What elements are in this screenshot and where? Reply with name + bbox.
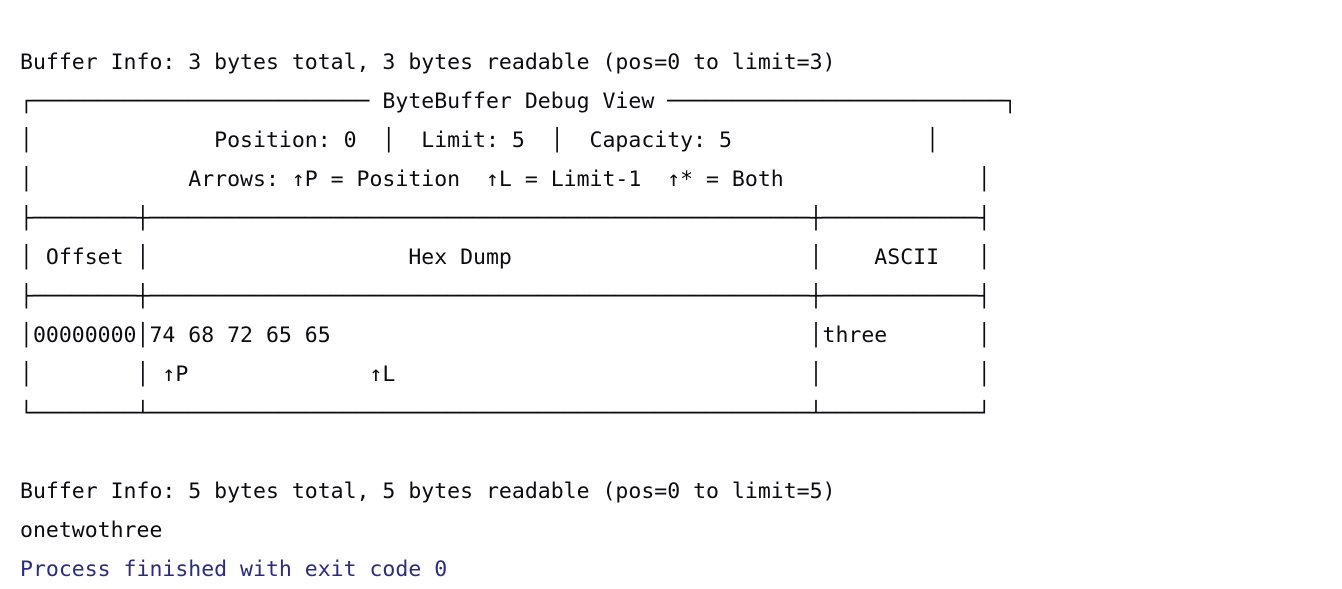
buffer-info-bottom-line: Buffer Info: 5 bytes total, 5 bytes read… — [20, 479, 836, 504]
table-header-row: │ Offset │ Hex Dump │ ASCII │ — [20, 245, 991, 270]
buffer-info-top-line: Buffer Info: 3 bytes total, 3 bytes read… — [20, 50, 836, 75]
debug-view-title-border: ┌────────────────────────── ByteBuffer D… — [20, 89, 1017, 114]
arrows-legend-line: │ Arrows: ↑P = Position ↑L = Limit-1 ↑* … — [20, 167, 991, 192]
exit-code-line: Process finished with exit code 0 — [20, 557, 448, 582]
table-row: │00000000│74 68 72 65 65 │three │ — [20, 323, 991, 348]
table-row-arrows: │ │ ↑P ↑L │ │ — [20, 362, 991, 387]
result-string-line: onetwothree — [20, 518, 163, 543]
table-rule-top: ├────────┼──────────────────────────────… — [20, 206, 991, 231]
buffer-stats-line: │ Position: 0 │ Limit: 5 │ Capacity: 5 │ — [20, 128, 940, 153]
table-rule-middle: ├────────┼──────────────────────────────… — [20, 284, 991, 309]
table-rule-bottom: └────────┴──────────────────────────────… — [20, 401, 991, 426]
